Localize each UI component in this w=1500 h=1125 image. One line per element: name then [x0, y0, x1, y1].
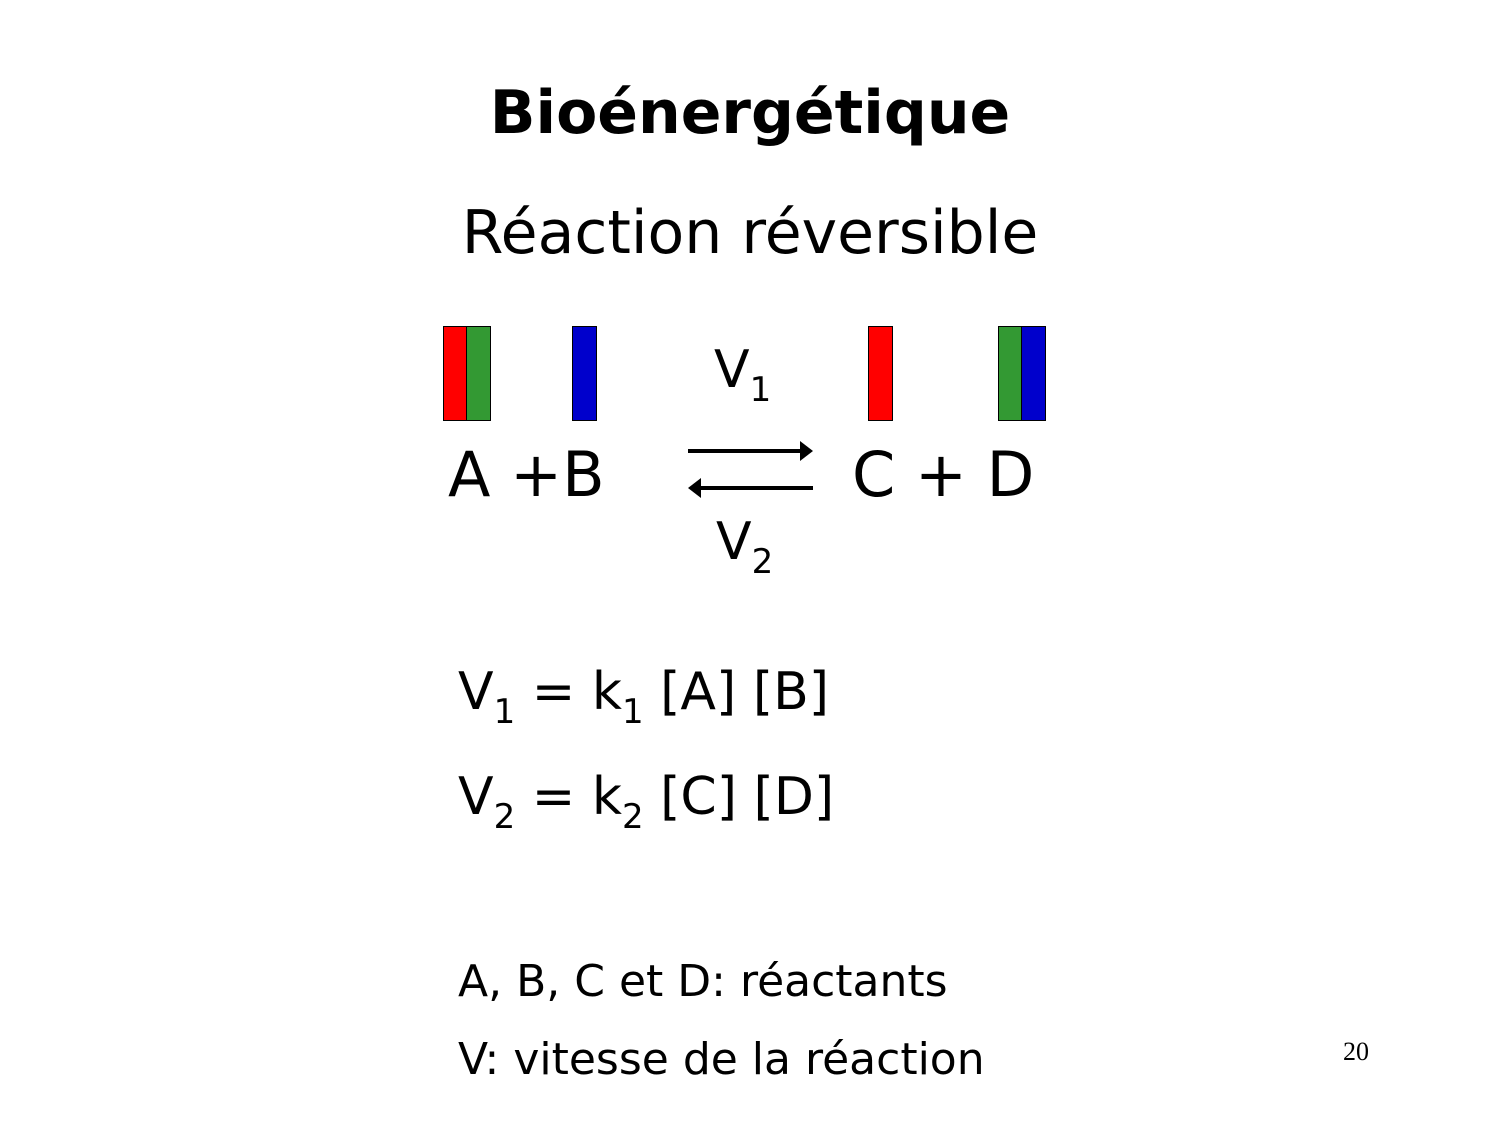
- bar-segment-red: [868, 326, 893, 421]
- equilibrium-arrows-icon: [688, 441, 813, 498]
- rate-equation-reverse: V2 = k2 [C] [D]: [458, 767, 835, 837]
- bar-segment-blue: [572, 326, 597, 421]
- bar-segment-blue: [1021, 326, 1046, 421]
- bar-segment-red: [443, 326, 468, 421]
- slide-subtitle: Réaction réversible: [461, 198, 1039, 268]
- bar-segment-green: [466, 326, 491, 421]
- bar-segment-green: [998, 326, 1023, 421]
- rate-equation-forward: V1 = k1 [A] [B]: [458, 662, 830, 732]
- products: C + D: [852, 438, 1035, 511]
- page-number: 20: [1343, 1037, 1369, 1066]
- reverse-rate-label: V2: [716, 512, 774, 582]
- note-velocity: V: vitesse de la réaction: [458, 1034, 985, 1085]
- reactants: A +B: [448, 438, 605, 511]
- note-reactants: A, B, C et D: réactants: [458, 956, 948, 1007]
- slide-title: Bioénergétique: [489, 78, 1011, 148]
- forward-rate-label: V1: [714, 340, 772, 410]
